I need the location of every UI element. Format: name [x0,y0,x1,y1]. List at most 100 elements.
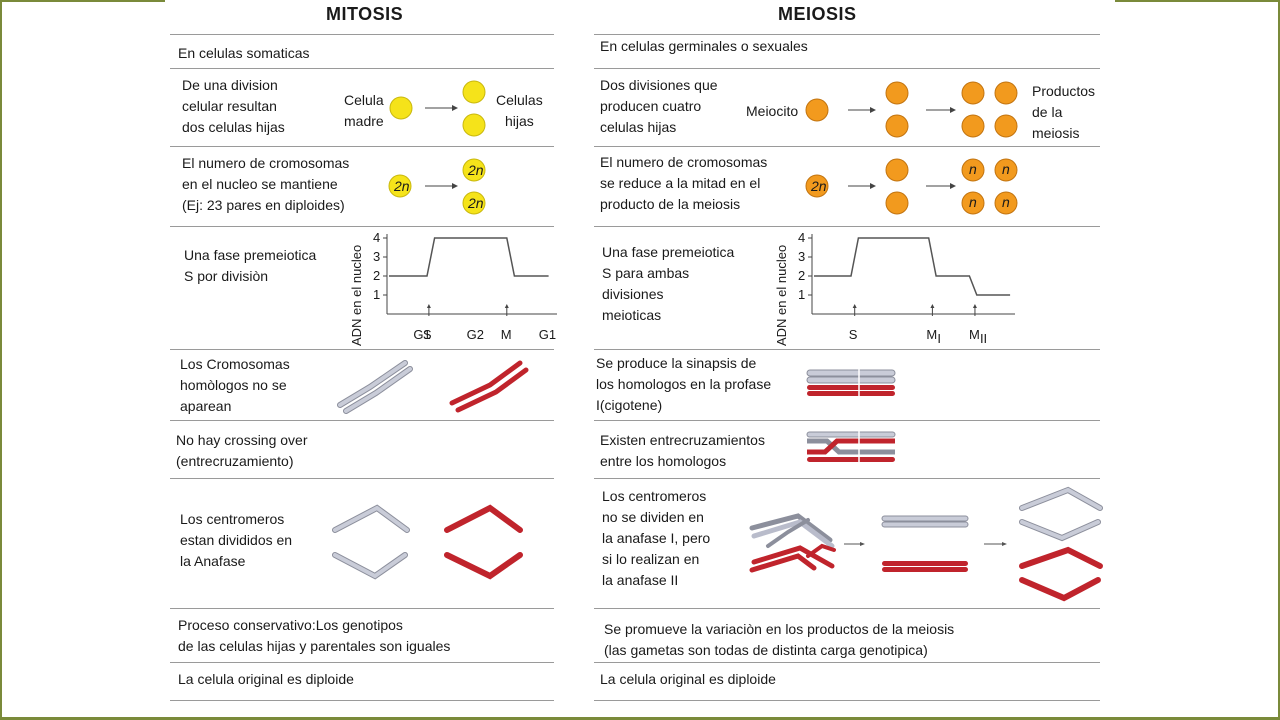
mitosis-division-text: De una division celular resultan dos cel… [182,77,285,135]
red-chromatid [749,553,817,573]
gray-chromatid [1020,487,1102,510]
chart-ylabel: ADN en el nucleo [349,245,364,346]
red-chromosome [455,367,529,413]
red-chromatid [806,543,836,558]
frame-top-left [0,0,165,2]
meiosis-rule [594,34,1100,35]
arrow-head [452,105,458,111]
intermediate-cell [885,158,909,182]
meiosis-rule [594,146,1100,147]
chart-ytick-label: 4 [798,230,805,245]
meiosis-centromere-text: Los centromeros no se dividen en la anaf… [602,488,711,588]
mitosis-division-diagram [389,80,486,137]
meiosis-synapsis-text: Se produce la sinapsis de los homologos … [596,355,772,413]
meiosis-anaphase-diagram [749,486,1103,602]
meiosis-rule [594,349,1100,350]
mother-cell [389,96,413,120]
frame-bottom [0,717,1280,720]
red-chromatid [444,504,523,533]
intermediate-cell [885,81,909,105]
gray-chromatid [751,519,835,549]
gray-chromosome [338,361,407,407]
mitosis-title: MITOSIS [326,4,404,24]
mitosis-unpaired-homologs [337,360,529,414]
mitosis-rule [170,700,554,701]
haploid-cell [994,191,1018,215]
red-chromatid [751,545,835,569]
chart-ytick-label: 2 [373,268,380,283]
red-chromosome [807,457,895,462]
chart-ytick-label: 1 [798,287,805,302]
red-chromosome [882,567,968,572]
meiosis-product-cell [994,81,1018,105]
meiosis-rule [594,700,1100,701]
diploid-cell-label: 2n [393,178,410,194]
gray-chromatid [766,518,810,548]
intermediate-cell [885,114,909,138]
dna-content-line [814,237,1011,296]
mitosis-rule [170,226,554,227]
red-chromosome [807,385,895,390]
meiocyte-label: Meiocito [746,103,799,119]
haploid-cell [961,191,985,215]
diploid-cell [462,158,486,182]
mitosis-rule [170,349,554,350]
meiosis-sphase-text: Una fase premeiotica S para ambas divisi… [602,244,735,323]
haploid-cell [961,158,985,182]
meiosis-ploidy-diagram: 2n n n n n [805,158,1018,215]
chart-ylabel: ADN en el nucleo [774,245,789,346]
diploid-cell-label: 2n [810,178,827,194]
chart-xtick-label: M [969,327,980,342]
haploid-cell-label: n [969,194,977,210]
chart-ytick-label: 1 [373,287,380,302]
chart-ytick-label: 3 [798,249,805,264]
meiocyte-cell [805,98,829,122]
chart-xtick-label: M [926,327,937,342]
chart-xtick-label: G1 [413,327,430,342]
mitosis-rule [170,146,554,147]
chart-tick-arrowhead [972,304,977,308]
mitosis-centromere-text: Los centromeros estan divididos en la An… [180,511,293,569]
meiosis-chromosome-text: El numero de cromosomas se reduce a la m… [600,154,768,212]
meiosis-variation-text: Se promueve la variaciòn en los producto… [604,621,955,658]
diploid-cell-label: 2n [467,195,484,211]
chart-tick-arrowhead [426,304,431,308]
mitosis-ploidy-diagram: 2n 2n 2n [388,158,486,215]
gray-chromosome [806,376,896,384]
gray-chromosome [344,367,412,413]
haploid-cell-label: n [1002,161,1010,177]
gray-chromatid [1020,520,1100,541]
meiosis-product-cell [961,81,985,105]
gray-chromatid [749,513,833,543]
arrow-head [950,107,956,113]
chart-ytick-label: 3 [373,249,380,264]
mitosis-homologs-text: Los Cromosomas homòlogos no se aparean [180,356,290,414]
gray-chromatid [333,553,407,579]
meiosis-division-text: Dos divisiones que producen cuatro celul… [600,77,718,135]
mitosis-rule [170,662,554,663]
red-chromosome [882,561,968,566]
meiosis-germinal-text: En celulas germinales o sexuales [600,38,808,54]
mitosis-sphase-text: Una fase premeiotica S por divisiòn [184,247,317,284]
meiosis-crossover-diagram [806,431,896,464]
meiosis-division-diagram [805,81,1018,138]
mitosis-rule [170,68,554,69]
meiosis-rule [594,662,1100,663]
diploid-cell [462,191,486,215]
mitosis-crossing-text: No hay crossing over (entrecruzamiento) [176,432,308,469]
gray-chromosome [881,521,969,528]
red-chromosome [807,438,895,455]
mitosis-conservative-text: Proceso conservativo:Los genotipos de la… [178,617,451,654]
red-chromosome [807,391,895,396]
daughter-cell [462,80,486,104]
gray-chromatid [333,505,409,532]
frame-left [0,0,2,720]
meiosis-rule [594,478,1100,479]
mother-cell-label: Celula madre [344,92,384,129]
diploid-cell-label: 2n [467,162,484,178]
meiosis-synapsis-diagram [806,369,896,397]
mitosis-rule [170,608,554,609]
meiosis-diploid-text: La celula original es diploide [600,671,776,687]
chart-xtick-label: S [849,327,858,342]
